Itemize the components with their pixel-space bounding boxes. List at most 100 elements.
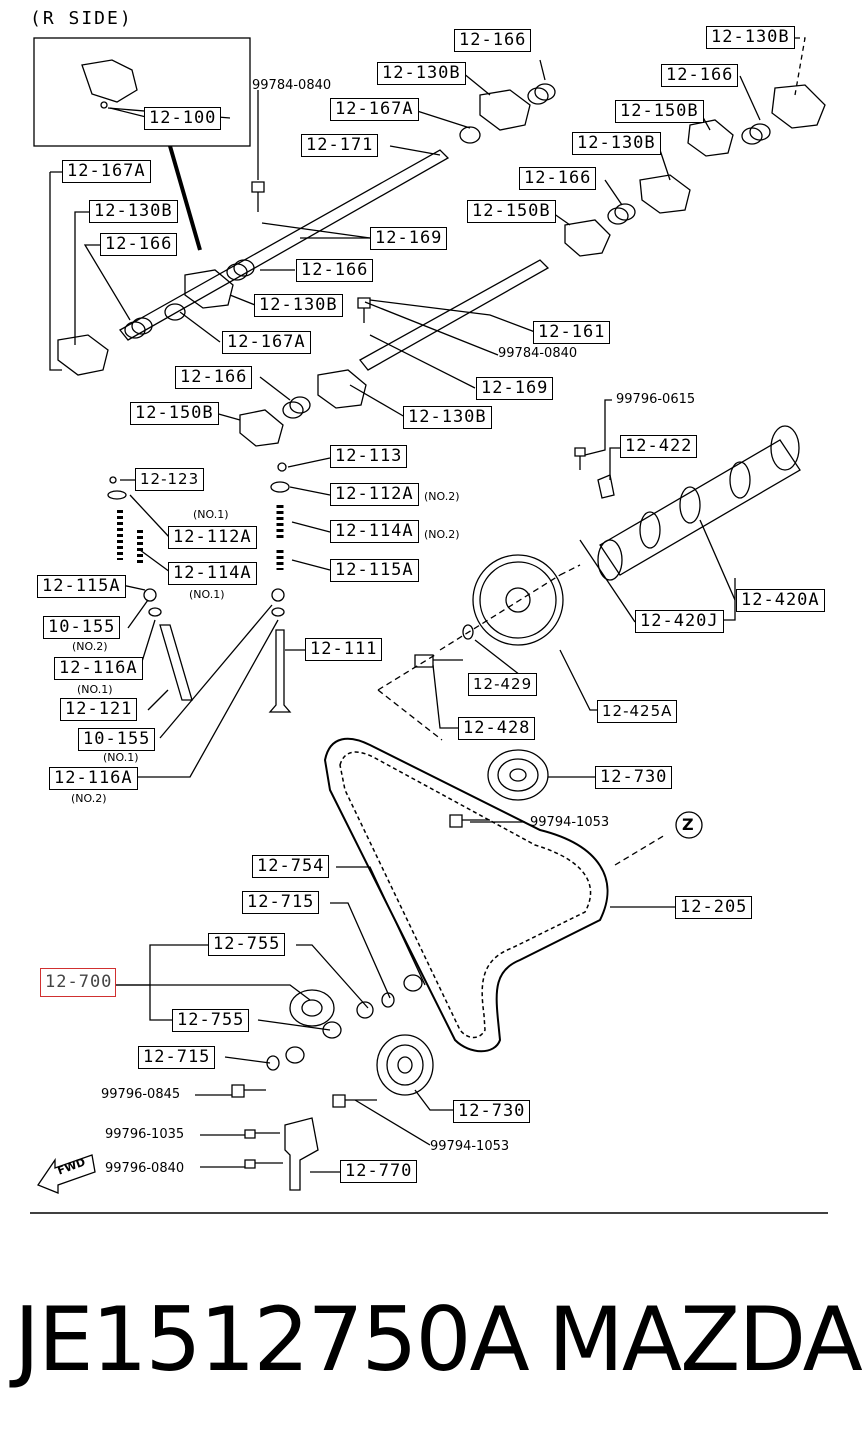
rocker-arm-2: [771, 84, 826, 129]
label-12-121[interactable]: 12-121: [60, 698, 138, 721]
label-12-171[interactable]: 12-171: [301, 134, 379, 157]
note-no2: (NO.2): [72, 640, 108, 653]
label-12-100[interactable]: 12-100: [144, 107, 222, 130]
label-12-161[interactable]: 12-161: [533, 321, 611, 344]
label-12-115a[interactable]: 12-115A: [330, 559, 419, 582]
label-12-166[interactable]: 12-166: [519, 167, 597, 190]
label-12-130b[interactable]: 12-130B: [89, 200, 178, 223]
label-12-114a[interactable]: 12-114A: [330, 520, 419, 543]
label-12-150b[interactable]: 12-150B: [130, 402, 219, 425]
rocker-arm-8: [317, 369, 367, 409]
label-12-166[interactable]: 12-166: [175, 366, 253, 389]
inset-pointer: [168, 145, 202, 251]
rocker-arm-7: [57, 334, 109, 376]
label-12-130b[interactable]: 12-130B: [377, 62, 466, 85]
label-12-425a[interactable]: 12-425A: [597, 700, 678, 723]
label-12-123[interactable]: 12-123: [135, 468, 205, 491]
label-12-167a[interactable]: 12-167A: [222, 331, 311, 354]
bolt-number-99784-0840[interactable]: 99784-0840: [498, 346, 578, 361]
valve-2: [268, 629, 292, 713]
label-12-116a[interactable]: 12-116A: [49, 767, 138, 790]
bolt-number-99784-0840[interactable]: 99784-0840: [252, 78, 332, 93]
rocker-arm-9: [239, 409, 284, 447]
bolt-number-99794-1053[interactable]: 99794-1053: [430, 1139, 510, 1154]
tensioner-pulley: [289, 989, 335, 1027]
bracket-12-422: [597, 474, 615, 499]
label-12-166[interactable]: 12-166: [454, 29, 532, 52]
part-number: JE1512750A: [14, 1288, 530, 1391]
camshaft: [599, 439, 801, 576]
note-no2: (NO.2): [71, 792, 107, 805]
label-12-755[interactable]: 12-755: [172, 1009, 250, 1032]
bolt-number-99796-1035[interactable]: 99796-1035: [105, 1127, 185, 1142]
bolt-number-99796-0615[interactable]: 99796-0615: [616, 392, 696, 407]
rocker-arm-1: [479, 89, 531, 131]
label-12-166[interactable]: 12-166: [661, 64, 739, 87]
label-12-167a[interactable]: 12-167A: [330, 98, 419, 121]
label-12-169[interactable]: 12-169: [370, 227, 448, 250]
timing-belt-outer: [323, 737, 609, 1053]
label-12-420j[interactable]: 12-420J: [635, 610, 724, 633]
label-12-130b[interactable]: 12-130B: [706, 26, 795, 49]
label-12-428[interactable]: 12-428: [458, 717, 536, 740]
note-no1: (NO.1): [77, 683, 113, 696]
label-12-429[interactable]: 12-429: [468, 673, 538, 696]
rocker-shaft-upper: [119, 149, 450, 341]
note-no1: (NO.1): [189, 588, 225, 601]
label-12-715[interactable]: 12-715: [138, 1046, 216, 1069]
label-12-167a[interactable]: 12-167A: [62, 160, 151, 183]
rocker-shaft-lower: [359, 259, 550, 371]
label-12-113[interactable]: 12-113: [330, 445, 408, 468]
label-12-112a[interactable]: 12-112A: [330, 483, 419, 506]
label-10-155[interactable]: 10-155: [43, 616, 121, 639]
label-12-115a[interactable]: 12-115A: [37, 575, 126, 598]
label-12-730[interactable]: 12-730: [595, 766, 673, 789]
label-12-715[interactable]: 12-715: [242, 891, 320, 914]
label-12-130b[interactable]: 12-130B: [572, 132, 661, 155]
label-12-420a[interactable]: 12-420A: [736, 589, 825, 612]
z-marker: [675, 811, 703, 839]
fwd-arrow: [37, 1154, 96, 1194]
idler-pulley-lower: [376, 1034, 434, 1096]
label-12-150b[interactable]: 12-150B: [615, 100, 704, 123]
inset-box: [33, 37, 251, 147]
label-12-116a[interactable]: 12-116A: [54, 657, 143, 680]
label-12-169[interactable]: 12-169: [476, 377, 554, 400]
label-12-130b[interactable]: 12-130B: [403, 406, 492, 429]
label-12-730[interactable]: 12-730: [453, 1100, 531, 1123]
rocker-arm-3: [687, 119, 734, 157]
label-12-700-highlighted[interactable]: 12-700: [40, 968, 116, 997]
bolt-number-99794-1053[interactable]: 99794-1053: [530, 815, 610, 830]
label-12-205[interactable]: 12-205: [675, 896, 753, 919]
label-12-166[interactable]: 12-166: [296, 259, 374, 282]
label-12-422[interactable]: 12-422: [620, 435, 698, 458]
label-12-770[interactable]: 12-770: [340, 1160, 418, 1183]
note-no2: (NO.2): [424, 528, 460, 541]
z-marker-label: Z: [682, 815, 694, 834]
bolt-99796-0615: [574, 447, 586, 470]
rocker-arm-6: [184, 269, 234, 309]
label-12-755[interactable]: 12-755: [208, 933, 286, 956]
label-12-112a[interactable]: 12-112A: [168, 526, 257, 549]
note-no1: (NO.1): [103, 751, 139, 764]
note-no1: (NO.1): [193, 508, 229, 521]
note-no2: (NO.2): [424, 490, 460, 503]
bolt-99784-a: [251, 181, 265, 212]
label-12-166[interactable]: 12-166: [100, 233, 178, 256]
rocker-arm-5: [564, 219, 611, 257]
rocker-arm-4: [639, 174, 691, 214]
diagram-title: (R SIDE): [30, 8, 133, 29]
label-12-150b[interactable]: 12-150B: [467, 200, 556, 223]
label-12-111[interactable]: 12-111: [305, 638, 383, 661]
label-12-114a[interactable]: 12-114A: [168, 562, 257, 585]
label-12-130b[interactable]: 12-130B: [254, 294, 343, 317]
cam-sprocket: [472, 554, 564, 646]
label-10-155[interactable]: 10-155: [78, 728, 156, 751]
bolt-number-99796-0845[interactable]: 99796-0845: [101, 1087, 181, 1102]
bolt-number-99796-0840[interactable]: 99796-0840: [105, 1161, 185, 1176]
timing-belt-teeth: [339, 751, 592, 1039]
valve-1: [159, 624, 193, 701]
bolt-99784-b: [357, 297, 371, 323]
tensioner-spring-bracket: [284, 1117, 319, 1191]
label-12-754[interactable]: 12-754: [252, 855, 330, 878]
